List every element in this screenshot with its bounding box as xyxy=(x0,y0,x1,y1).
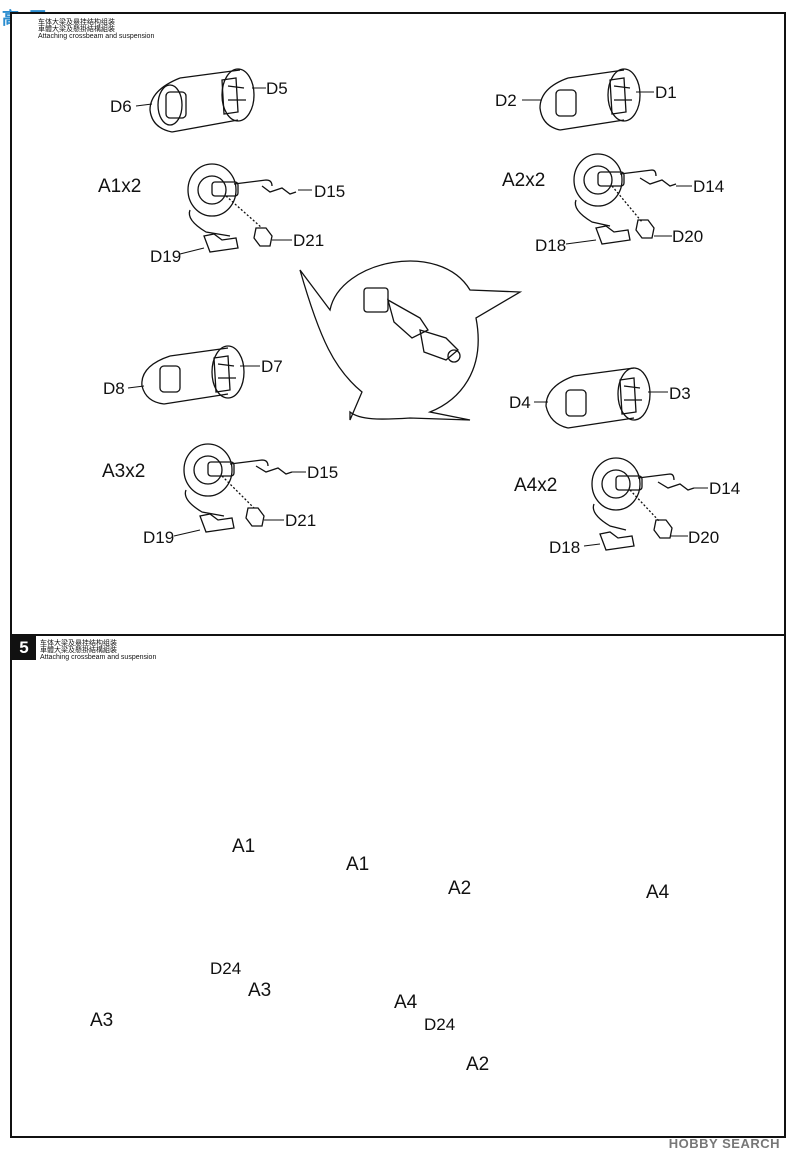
callout-d24-left: D24 xyxy=(210,959,242,978)
part-label-d15-a1: D15 xyxy=(314,182,346,201)
callout-a1-middle: A1 xyxy=(346,854,370,875)
detail-callout-bubble xyxy=(299,260,523,421)
callout-a3-middle: A3 xyxy=(248,980,272,1001)
step5-header: 车体大梁及悬挂结构组装 車體大梁及懸掛結構組裝 Attaching crossb… xyxy=(40,640,156,661)
hobby-search-watermark: HOBBY SEARCH xyxy=(668,1136,780,1151)
callout-a2-bottom: A2 xyxy=(466,1054,490,1075)
part-label-d20-a4: D20 xyxy=(688,528,720,547)
part-label-d4: D4 xyxy=(509,393,531,412)
step-number: 5 xyxy=(12,636,36,660)
step5-header-cn2: 車體大梁及懸掛結構組裝 xyxy=(40,647,117,654)
part-label-d5: D5 xyxy=(266,79,288,98)
part-label-d6: D6 xyxy=(110,97,132,116)
callout-a3-left: A3 xyxy=(90,1010,114,1031)
callout-a1-left: A1 xyxy=(232,836,256,857)
step4-header-en: Attaching crossbeam and suspension xyxy=(38,33,155,40)
part-label-d19-a3: D19 xyxy=(143,528,175,547)
part-label-d8: D8 xyxy=(103,379,125,398)
step4-header: 车体大梁及悬挂结构组装 車體大梁及懸掛結構組裝 Attaching crossb… xyxy=(38,19,154,40)
axle-assembly-a4 xyxy=(591,457,695,551)
hub-assembly-d4-d3 xyxy=(545,367,651,429)
part-label-d20-a2: D20 xyxy=(672,227,704,246)
part-label-d21-a1: D21 xyxy=(293,231,325,250)
step4-header-cn1: 车体大梁及悬挂结构组装 xyxy=(38,19,115,26)
part-label-d14-a4: D14 xyxy=(709,479,741,498)
callout-a2-top: A2 xyxy=(448,878,472,899)
hub-assembly-d2-d1 xyxy=(539,68,641,131)
part-label-d14-a2: D14 xyxy=(693,177,725,196)
hub-assembly-d6-d5 xyxy=(149,68,255,133)
callout-a4-top: A4 xyxy=(646,882,670,903)
part-label-d7: D7 xyxy=(261,357,283,376)
step5-header-en: Attaching crossbeam and suspension xyxy=(40,654,157,661)
step5-header-cn1: 车体大梁及悬挂结构组装 xyxy=(40,640,117,647)
axle-assembly-a1 xyxy=(187,163,297,253)
callout-a4-bottom: A4 xyxy=(394,992,418,1013)
part-label-d1: D1 xyxy=(655,83,677,102)
part-label-d21-a3: D21 xyxy=(285,511,317,530)
step5-panel xyxy=(10,634,786,1138)
assembly-label-a1x2: A1x2 xyxy=(98,176,142,197)
part-label-d2: D2 xyxy=(495,91,517,110)
step4-header-cn2: 車體大梁及懸掛結構組裝 xyxy=(38,26,115,33)
axle-assembly-a2 xyxy=(573,153,677,245)
part-label-d3: D3 xyxy=(669,384,691,403)
axle-assembly-a3 xyxy=(183,443,293,533)
part-label-d18-a2: D18 xyxy=(535,236,567,255)
part-label-d15-a3: D15 xyxy=(307,463,339,482)
hub-assembly-d8-d7 xyxy=(141,345,245,405)
assembly-label-a2x2: A2x2 xyxy=(502,170,546,191)
assembly-label-a4x2: A4x2 xyxy=(514,475,558,496)
assembly-label-a3x2: A3x2 xyxy=(102,461,146,482)
part-label-d18-a4: D18 xyxy=(549,538,581,557)
part-label-d19-a1: D19 xyxy=(150,247,182,266)
callout-d24-right: D24 xyxy=(424,1015,456,1034)
step4-panel xyxy=(10,12,786,636)
leader-lines-step4 xyxy=(127,87,708,547)
